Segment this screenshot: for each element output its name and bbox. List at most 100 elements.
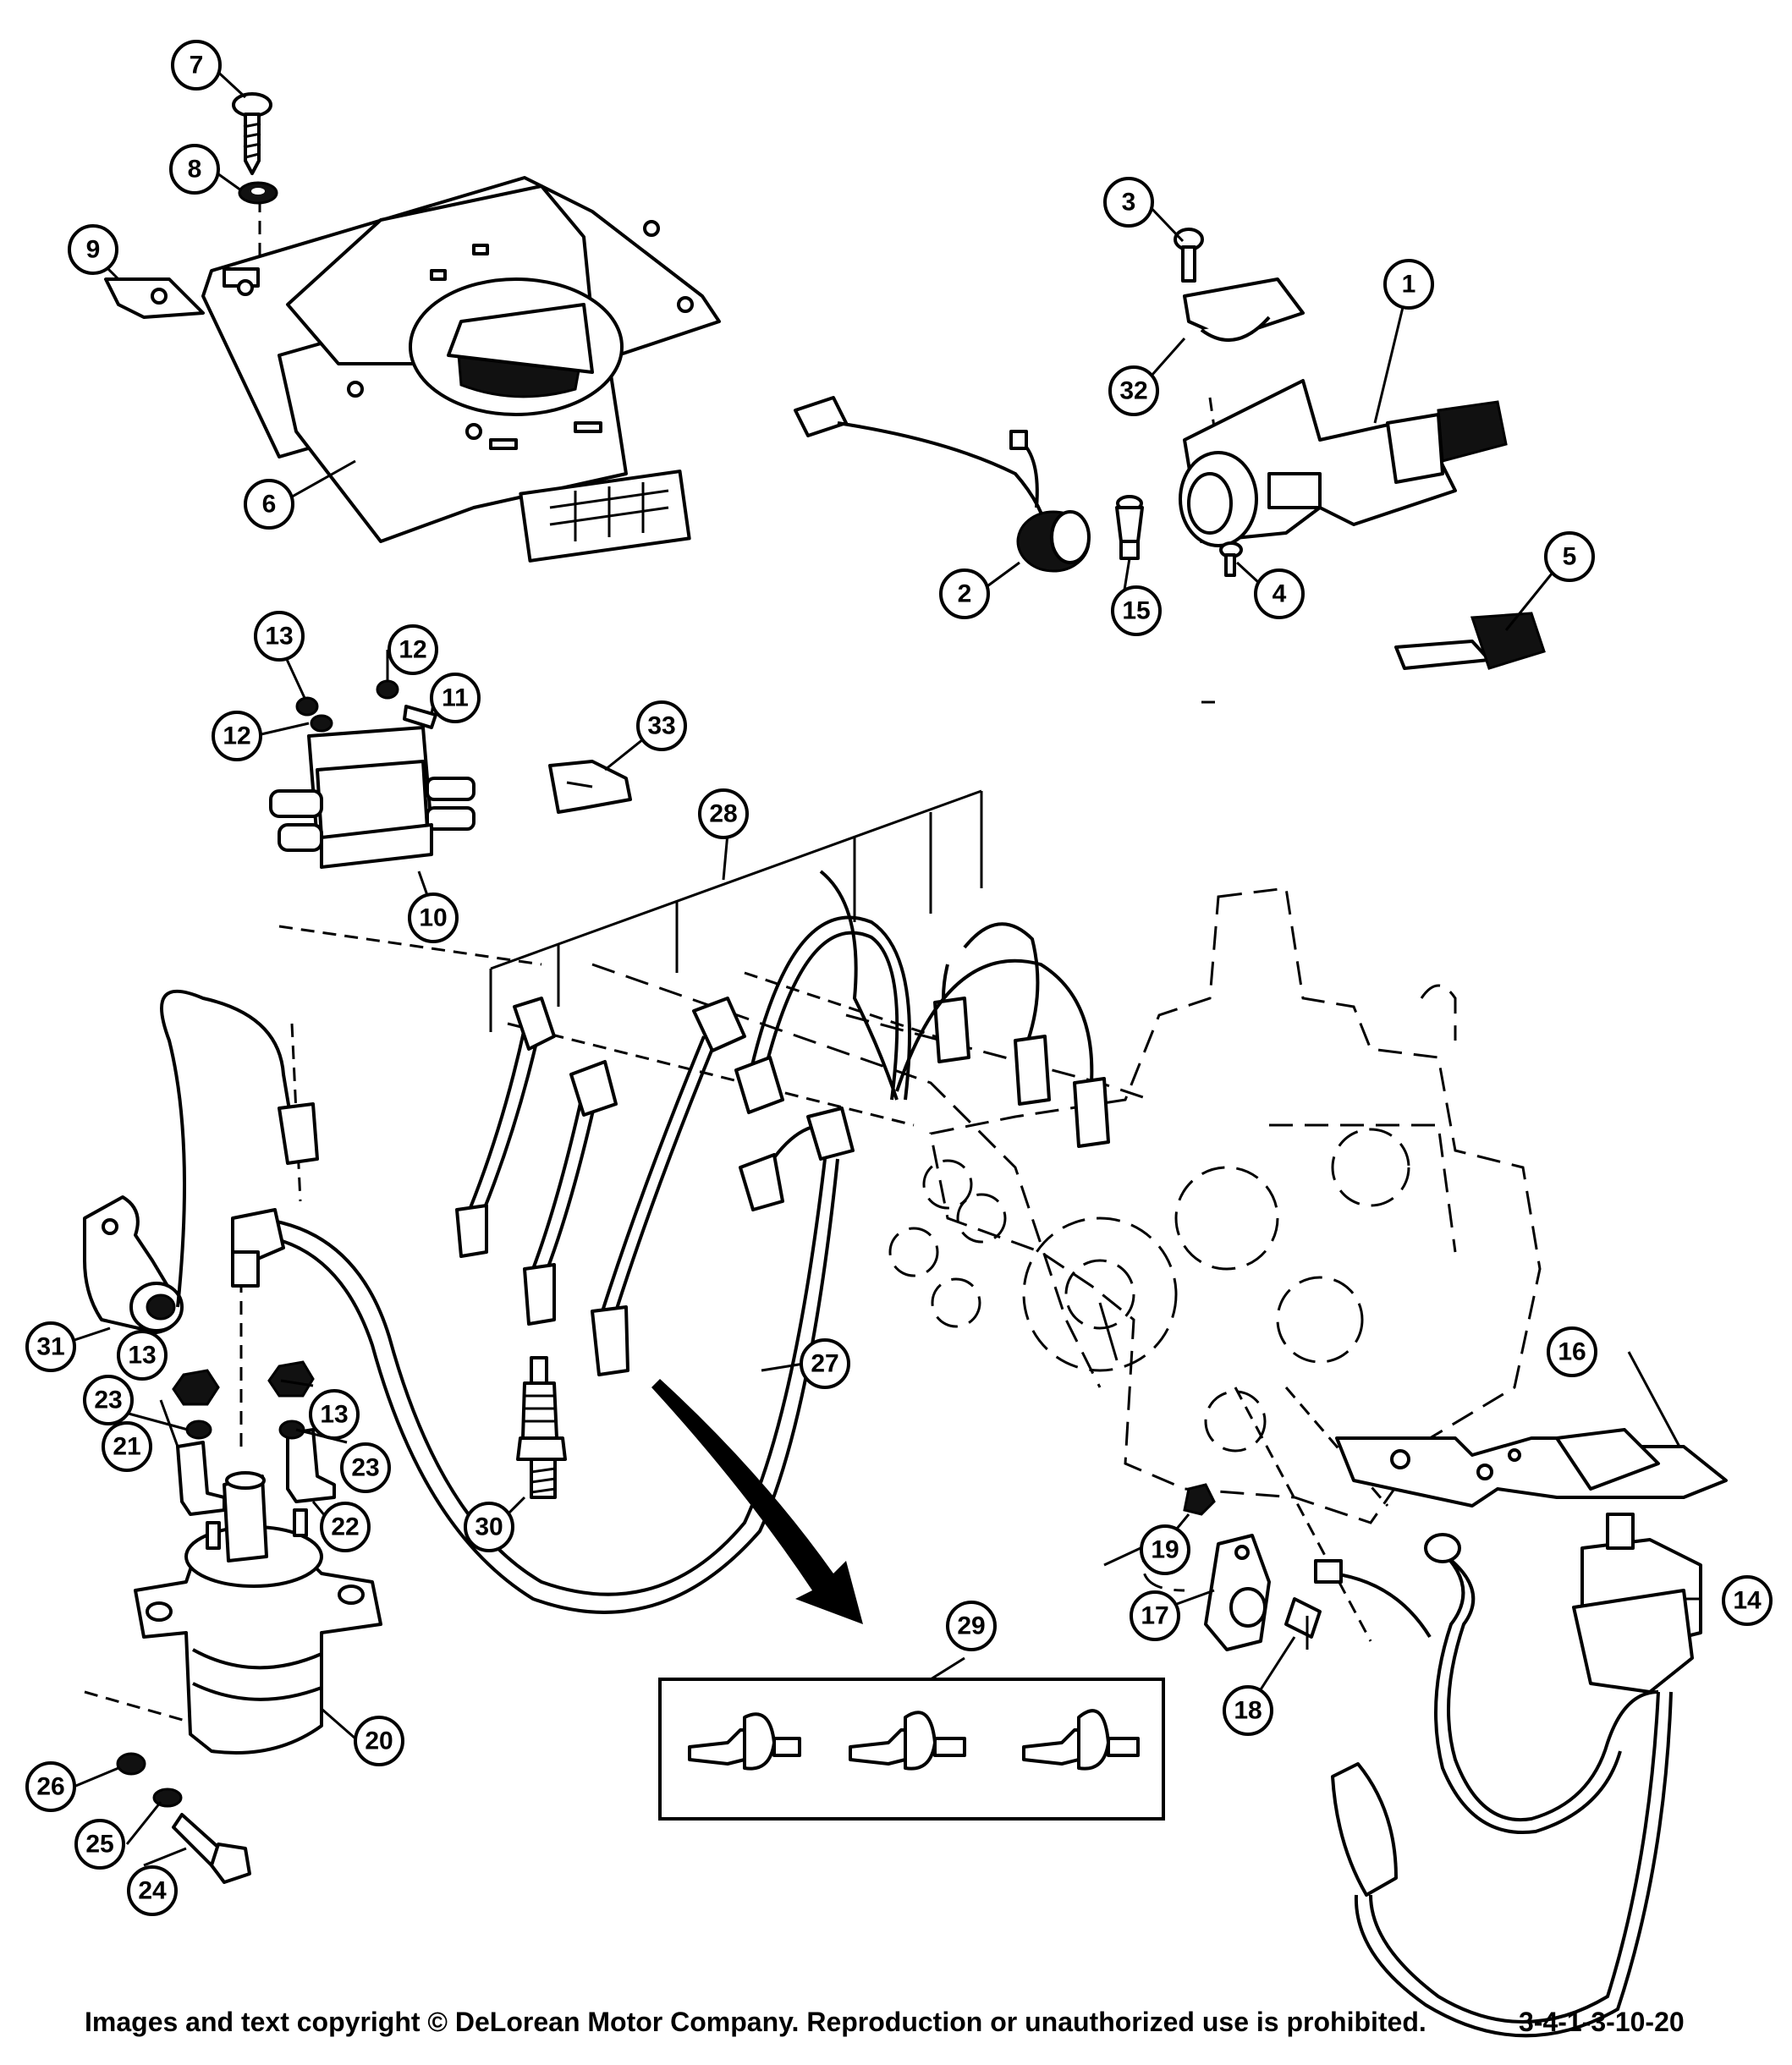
svg-text:30: 30 — [475, 1513, 503, 1541]
svg-text:32: 32 — [1119, 377, 1147, 405]
callout-13-relay: 13 — [254, 611, 305, 662]
svg-text:24: 24 — [138, 1877, 167, 1905]
callout-26: 26 — [25, 1761, 76, 1812]
callout-33: 33 — [636, 700, 687, 751]
ht-lead-set — [231, 789, 1110, 1614]
callout-30: 30 — [464, 1502, 514, 1552]
screw — [232, 92, 272, 175]
coil-brackets — [176, 1428, 336, 1516]
callout-2: 2 — [939, 568, 990, 619]
ignition-key — [1394, 612, 1546, 670]
switch-harness — [794, 396, 1091, 573]
callout-16: 16 — [1547, 1326, 1597, 1377]
assembly-lines — [84, 199, 1389, 1727]
callout-8: 8 — [169, 144, 220, 195]
svg-text:33: 33 — [647, 712, 675, 740]
callout-13-coil-left: 13 — [117, 1330, 168, 1381]
position-sensor — [1204, 1534, 1271, 1651]
ecu-mounting-bracket — [201, 176, 721, 563]
small-bracket — [548, 760, 632, 814]
svg-text:3: 3 — [1122, 189, 1136, 217]
svg-text:26: 26 — [36, 1773, 64, 1801]
arrow — [651, 1379, 863, 1624]
callout-11: 11 — [430, 673, 481, 723]
svg-text:2: 2 — [958, 580, 972, 608]
shear-bolt — [1174, 228, 1204, 283]
svg-text:7: 7 — [190, 52, 204, 80]
svg-text:8: 8 — [188, 156, 202, 184]
relay — [269, 726, 475, 869]
callout-13-coil-right: 13 — [309, 1389, 360, 1440]
callout-6: 6 — [244, 479, 294, 530]
svg-text:15: 15 — [1122, 597, 1150, 625]
svg-text:10: 10 — [419, 904, 447, 932]
callout-12-right: 12 — [388, 624, 438, 675]
svg-text:14: 14 — [1733, 1587, 1762, 1615]
steering-lock-clamp — [1183, 277, 1305, 342]
engine-block-ghost — [591, 887, 1542, 1592]
svg-text:13: 13 — [320, 1401, 348, 1429]
svg-text:17: 17 — [1141, 1602, 1168, 1630]
svg-text:11: 11 — [442, 684, 469, 712]
sensor-screw — [1284, 1597, 1322, 1650]
callout-28: 28 — [698, 788, 749, 839]
callout-7: 7 — [171, 40, 222, 91]
svg-text:12: 12 — [223, 722, 250, 750]
callout-9: 9 — [68, 224, 118, 275]
callouts: 1 2 3 4 5 6 7 8 9 10 11 12 12 13 13 13 1… — [25, 40, 1773, 1916]
callout-17: 17 — [1130, 1590, 1180, 1641]
svg-text:5: 5 — [1563, 543, 1577, 571]
callout-12-left: 12 — [212, 711, 262, 761]
spark-plug — [516, 1356, 567, 1499]
callout-15: 15 — [1111, 585, 1162, 636]
svg-text:28: 28 — [709, 800, 737, 828]
svg-text:6: 6 — [262, 491, 277, 519]
callout-10: 10 — [408, 892, 459, 943]
callout-4: 4 — [1254, 568, 1305, 619]
callout-25: 25 — [74, 1819, 125, 1870]
callout-1: 1 — [1383, 259, 1434, 310]
callout-5: 5 — [1544, 531, 1595, 582]
svg-text:9: 9 — [86, 236, 101, 264]
callout-19: 19 — [1140, 1524, 1190, 1575]
svg-text:22: 22 — [331, 1513, 359, 1541]
svg-text:21: 21 — [113, 1433, 140, 1461]
svg-text:25: 25 — [85, 1831, 113, 1859]
svg-text:23: 23 — [351, 1454, 379, 1482]
callout-22: 22 — [320, 1502, 371, 1552]
callout-27: 27 — [800, 1338, 850, 1389]
vacuum-valve-small — [1115, 495, 1144, 560]
relay-fasteners — [295, 679, 437, 733]
callout-3: 3 — [1103, 177, 1154, 228]
svg-text:12: 12 — [399, 636, 426, 664]
sensor-nut — [1183, 1483, 1216, 1516]
callout-23-right: 23 — [340, 1442, 391, 1493]
coil-fasteners — [116, 1360, 315, 1884]
clip-nut — [104, 277, 205, 319]
control-module — [1314, 1513, 1702, 2038]
svg-text:18: 18 — [1234, 1697, 1262, 1725]
capacitor — [83, 989, 319, 1334]
callout-21: 21 — [102, 1421, 152, 1472]
callout-29: 29 — [946, 1601, 997, 1651]
svg-text:13: 13 — [265, 623, 293, 651]
copyright-notice: Images and text copyright © DeLorean Mot… — [85, 2007, 1426, 2037]
small-screw — [1219, 541, 1243, 577]
callout-23-left: 23 — [83, 1375, 134, 1425]
callout-18: 18 — [1223, 1685, 1273, 1736]
svg-text:4: 4 — [1273, 580, 1287, 608]
mounting-bracket — [1335, 1428, 1728, 1508]
ignition-switch — [1179, 379, 1508, 547]
svg-text:20: 20 — [365, 1727, 393, 1755]
washer — [238, 181, 278, 205]
svg-text:23: 23 — [94, 1387, 122, 1414]
svg-text:13: 13 — [128, 1342, 156, 1370]
svg-text:1: 1 — [1402, 271, 1416, 299]
callout-32: 32 — [1108, 365, 1159, 416]
callout-24: 24 — [127, 1865, 178, 1916]
svg-text:19: 19 — [1151, 1536, 1179, 1564]
svg-text:27: 27 — [811, 1350, 838, 1378]
vacuum-valve-kit — [658, 1678, 1165, 1821]
svg-text:31: 31 — [36, 1333, 64, 1361]
